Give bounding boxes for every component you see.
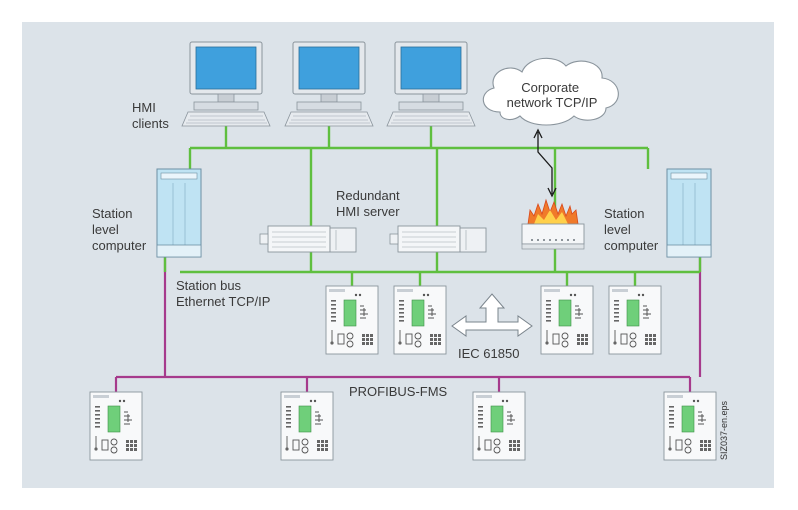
station-left-label: Station level computer [92,206,147,253]
field-relay-4 [663,391,717,461]
lightning-link-icon [533,128,557,198]
field-relay-3 [472,391,526,461]
firewall-icon [521,198,585,250]
field-relay-2 [280,391,334,461]
profibus-links [114,255,702,392]
station-bus-label: Station bus Ethernet TCP/IP [176,278,270,309]
hmi-clients-label: HMI clients [132,100,169,131]
hmi-client-2 [284,41,374,127]
hmi-server-1 [259,225,357,253]
bay-relay-4 [608,285,662,355]
hmi-client-1 [181,41,271,127]
svg-text:Corporate network TCP/IP: Corporate network TCP/IP [507,80,598,110]
hmi-client-3 [386,41,476,127]
diagram-background [22,22,774,488]
bay-relay-3 [540,285,594,355]
field-relay-1 [89,391,143,461]
iec-61850-label: IEC 61850 [458,346,519,361]
station-right-label: Station level computer [604,206,659,253]
bay-relay-2 [393,285,447,355]
redundant-server-label: Redundant HMI server [336,188,403,219]
hmi-server-2 [389,225,487,253]
bay-relay-1 [325,285,379,355]
profibus-label: PROFIBUS-FMS [349,384,448,399]
corporate-network-cloud: Corporate network TCP/IP [482,57,619,126]
figure-id-label: SIZ037-en.eps [719,400,729,460]
station-computer-left [156,168,202,258]
three-way-arrow-icon [451,293,533,337]
station-computer-right [666,168,712,258]
